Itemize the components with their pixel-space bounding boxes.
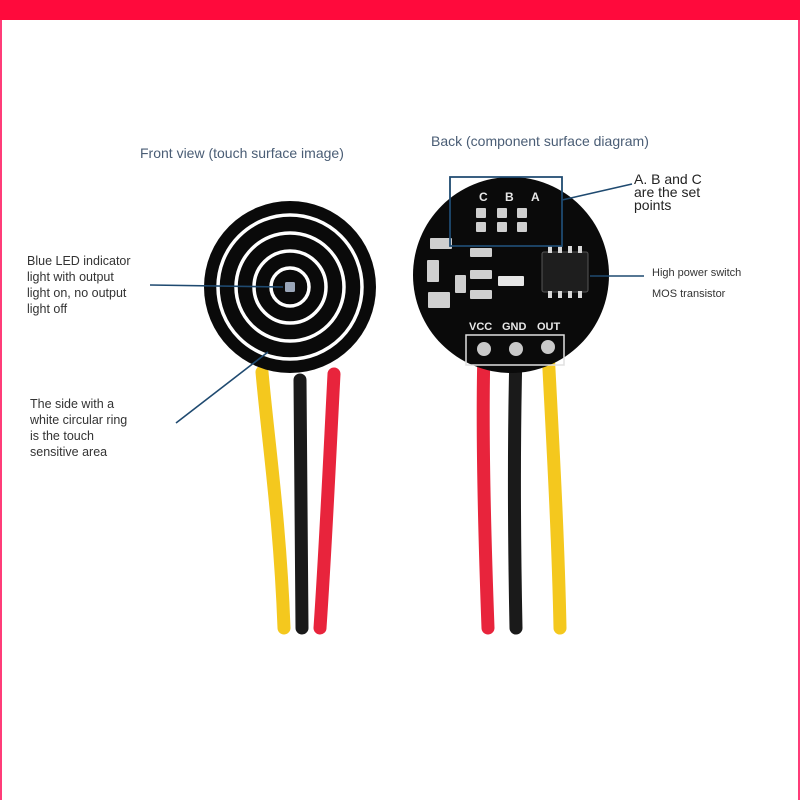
set-points-line-1: A. B and C — [634, 171, 702, 187]
led-callout-line — [149, 284, 284, 288]
front-view-heading: Front view (touch surface image) — [140, 145, 344, 161]
pcb-label-b: B — [505, 190, 514, 204]
back-yellow-wire — [541, 343, 567, 635]
solder-pads — [477, 340, 555, 356]
back-view-heading: Back (component surface diagram) — [431, 133, 649, 149]
back-red-wire — [476, 345, 495, 635]
touch-note-line-3: is the touch — [30, 429, 94, 443]
top-accent-bar — [0, 0, 800, 20]
set-points-line-3: points — [634, 197, 672, 213]
led-note-line-2: light with output — [27, 270, 114, 284]
touch-note-line-2: white circular ring — [30, 413, 128, 427]
smd-components — [427, 208, 527, 308]
back-wires — [476, 343, 567, 635]
set-points-callout-box — [449, 176, 563, 247]
blue-led — [285, 282, 295, 292]
led-note-line-3: light on, no output — [27, 286, 127, 300]
touch-note-line-1: The side with a — [30, 397, 115, 411]
touch-ring-4 — [216, 213, 364, 361]
touch-area-note: The side with a white circular ring is t… — [30, 396, 127, 460]
front-yellow-wire — [255, 365, 291, 635]
back-pcb-disc: A B C VCC GND OUT — [413, 177, 609, 373]
back-led — [498, 276, 524, 286]
pcb-label-out: OUT — [537, 321, 561, 333]
switch-note: High power switch — [652, 267, 742, 279]
pad-outline — [465, 334, 565, 366]
touch-note-line-4: sensitive area — [30, 445, 108, 459]
pcb-label-gnd: GND — [502, 321, 527, 333]
touch-callout-line — [175, 351, 269, 424]
led-note-line-1: Blue LED indicator — [27, 254, 131, 268]
led-indicator-note: Blue LED indicator light with output lig… — [27, 253, 131, 317]
set-points-callout-line — [561, 183, 633, 201]
pcb-label-vcc: VCC — [469, 321, 492, 333]
mos-note: MOS transistor — [652, 288, 726, 300]
set-points-line-2: are the set — [634, 184, 701, 200]
back-black-wire — [508, 345, 523, 635]
pcb-label-c: C — [479, 190, 488, 204]
right-border-line — [798, 20, 800, 800]
set-points-note: A. B and C are the set points — [634, 171, 702, 213]
led-note-line-4: light off — [27, 302, 68, 316]
mos-transistor-chip — [541, 246, 589, 298]
front-black-wire — [293, 373, 309, 635]
front-wires — [255, 365, 341, 635]
pcb-label-a: A — [531, 190, 540, 204]
left-border-line — [0, 20, 2, 800]
front-red-wire — [313, 367, 341, 635]
